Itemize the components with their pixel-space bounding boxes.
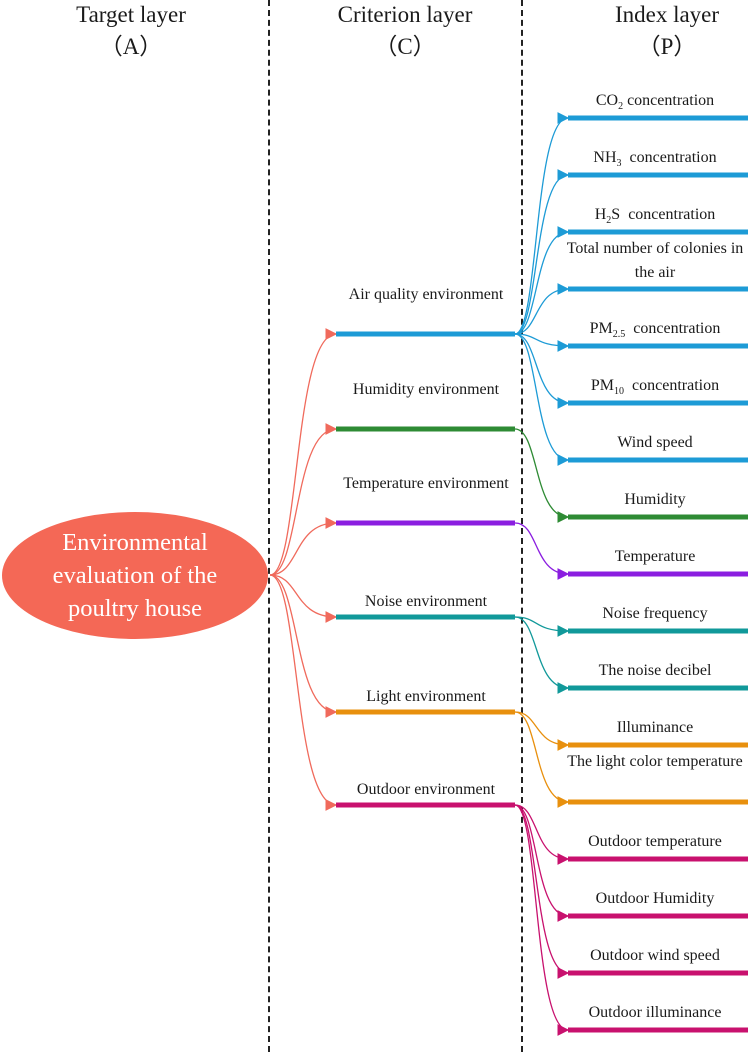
connector-temperature-to-index-8 <box>514 522 570 580</box>
index-label-wind-speed: Wind speed <box>617 434 693 451</box>
connector-air-to-index-4 <box>514 333 570 352</box>
index-label-noise-frequency: Noise frequency <box>602 605 708 622</box>
index-layer-code: （P） <box>637 34 697 59</box>
index-label-outdoor-wind-speed: Outdoor wind speed <box>590 947 720 964</box>
connector-air-to-index-2 <box>514 226 570 335</box>
criterion-label-air: Air quality environment <box>348 286 504 303</box>
connector-air-to-index-5 <box>514 333 570 409</box>
target-layer-code: （A） <box>99 34 163 59</box>
index-label-outdoor-illuminance: Outdoor illuminance <box>588 1004 722 1021</box>
criterion-layer-code: （C） <box>374 34 436 59</box>
index-label-the-light-color-temperature: The light color temperature <box>567 753 743 770</box>
criterion-label-noise: Noise environment <box>364 593 488 610</box>
index-label-h2s-concentration: H2S concentration <box>594 206 716 227</box>
target-layer-title: Target layer <box>76 2 186 27</box>
criterion-label-outdoor: Outdoor environment <box>356 781 496 798</box>
index-label-co2-concentration: CO2 concentration <box>595 92 715 113</box>
criterion-label-light: Light environment <box>366 688 486 705</box>
index-label-pm2-5-concentration: PM2.5 concentration <box>589 320 721 341</box>
connector-light-to-index-11 <box>514 711 570 751</box>
connector-outdoor-to-index-16 <box>514 804 570 1036</box>
connector-light-to-index-12 <box>514 711 570 808</box>
connector-air-to-index-0 <box>514 112 570 335</box>
index-label-total-number-of-colonies-in-the-air: Total number of colonies in the air <box>566 240 744 281</box>
connector-outdoor-to-index-14 <box>514 804 570 922</box>
connector-target-to-noise <box>269 574 338 623</box>
target-node: Environmental evaluation of the poultry … <box>2 512 268 639</box>
connector-noise-to-index-10 <box>514 616 570 694</box>
divider-target-criterion <box>268 0 270 1052</box>
index-label-outdoor-temperature: Outdoor temperature <box>588 833 722 850</box>
criterion-label-humidity: Humidity environment <box>352 381 500 398</box>
connector-air-to-index-3 <box>514 283 570 335</box>
index-label-outdoor-humidity: Outdoor Humidity <box>595 890 715 907</box>
divider-criterion-index <box>521 0 523 1052</box>
index-label-pm10-concentration: PM10 concentration <box>590 377 720 398</box>
criterion-label-temperature: Temperature environment <box>343 475 509 492</box>
connector-air-to-index-1 <box>514 169 570 335</box>
index-label-humidity: Humidity <box>624 491 686 508</box>
index-label-temperature: Temperature <box>614 548 696 565</box>
target-node-label: Environmental evaluation of the poultry … <box>52 529 218 622</box>
connector-outdoor-to-index-13 <box>514 804 570 865</box>
connector-target-to-humidity <box>269 423 338 576</box>
connector-target-to-outdoor <box>269 574 338 811</box>
index-label-illuminance: Illuminance <box>616 719 694 736</box>
index-layer-title: Index layer <box>614 2 720 27</box>
connector-target-to-light <box>269 574 338 718</box>
connector-target-to-air <box>269 328 338 576</box>
connector-air-to-index-6 <box>514 333 570 466</box>
connector-target-to-temperature <box>269 517 338 576</box>
criterion-layer-title: Criterion layer <box>337 2 473 27</box>
index-label-nh3-concentration: NH3 concentration <box>593 149 717 170</box>
connector-outdoor-to-index-15 <box>514 804 570 979</box>
index-label-the-noise-decibel: The noise decibel <box>598 662 712 679</box>
connector-humidity-to-index-7 <box>514 428 570 523</box>
connector-noise-to-index-9 <box>514 616 570 637</box>
